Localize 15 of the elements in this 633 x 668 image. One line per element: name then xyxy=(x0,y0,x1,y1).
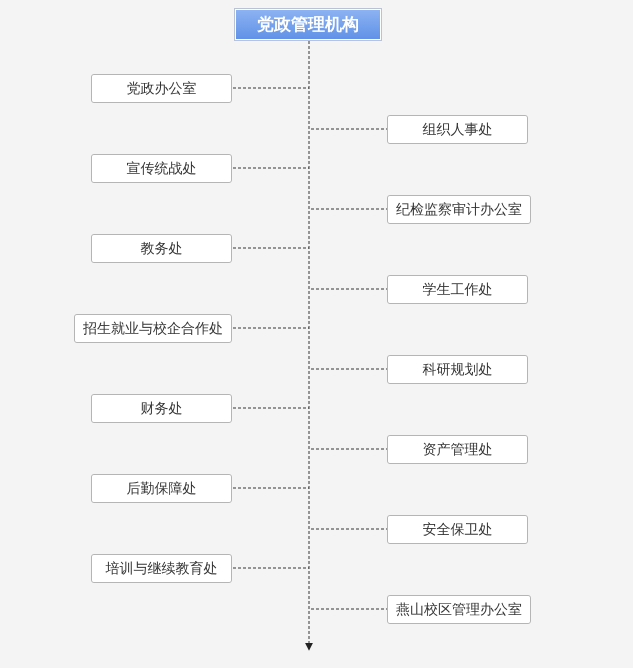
department-box: 资产管理处 xyxy=(387,434,528,464)
department-box: 培训与继续教育处 xyxy=(91,554,232,582)
department-box: 组织人事处 xyxy=(387,114,528,144)
department-box: 科研规划处 xyxy=(387,354,528,384)
department-box: 招生就业与校企合作处 xyxy=(74,314,232,342)
department-box: 安全保卫处 xyxy=(387,514,528,544)
department-box: 财务处 xyxy=(91,394,232,422)
department-box: 后勤保障处 xyxy=(91,474,232,502)
department-box: 学生工作处 xyxy=(387,274,528,304)
department-box: 教务处 xyxy=(91,234,232,262)
department-box: 燕山校区管理办公室 xyxy=(387,594,531,624)
department-box: 党政办公室 xyxy=(91,74,232,102)
title-box: 党政管理机构 xyxy=(234,8,382,41)
department-box: 纪检监察审计办公室 xyxy=(387,194,531,224)
department-box: 宣传统战处 xyxy=(91,154,232,182)
